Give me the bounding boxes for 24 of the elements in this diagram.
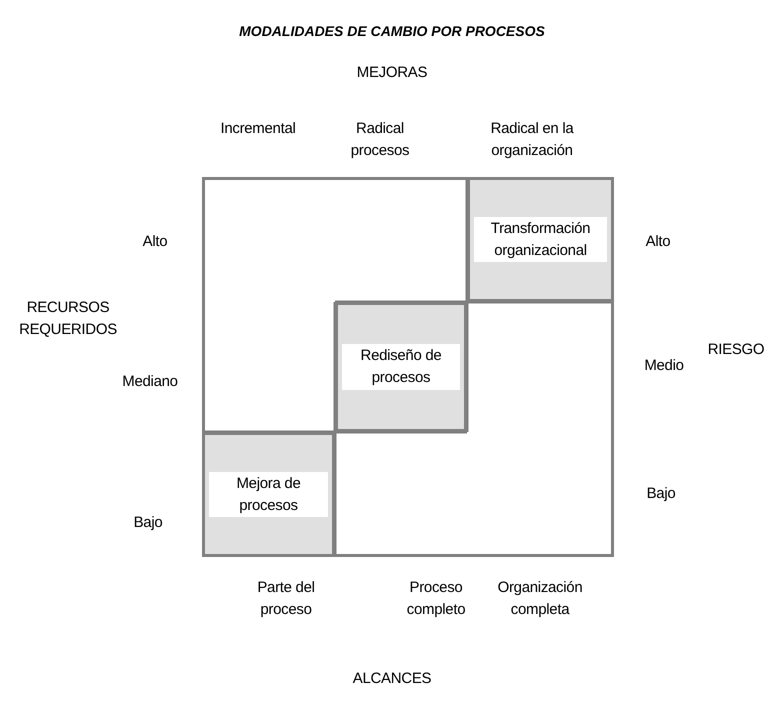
axis-label: MEJORAS (356, 63, 428, 83)
axis-label: RIESGO (706, 340, 766, 360)
axis-label: Radical en la organización (490, 119, 575, 161)
quadrant-box (202, 432, 335, 557)
quadrant-label: Rediseño de procesos (342, 344, 460, 390)
axis-label: Bajo (646, 484, 676, 504)
axis-label: ALCANCES (352, 669, 432, 689)
axis-label: Alto (644, 232, 672, 252)
axis-label: Parte del proceso (256, 578, 316, 620)
axis-label: Incremental (219, 119, 297, 139)
axis-label: Bajo (132, 513, 164, 533)
quadrant-box (335, 302, 467, 432)
axis-label: Alto (142, 232, 168, 252)
quadrant-label: Mejora de procesos (209, 472, 328, 518)
axis-label: Organización completa (496, 578, 584, 620)
axis-label: Medio (643, 356, 685, 376)
axis-label: RECURSOS REQUERIDOS (18, 298, 118, 340)
quadrant-label: Transformación organizacional (474, 216, 607, 262)
axis-label: Proceso completo (406, 578, 466, 620)
axis-label: Mediano (121, 372, 179, 392)
axis-label: Radical procesos (350, 119, 410, 161)
title: MODALIDADES DE CAMBIO POR PROCESOS (238, 23, 546, 39)
quadrant-box (467, 177, 614, 302)
matrix-frame (202, 177, 614, 557)
